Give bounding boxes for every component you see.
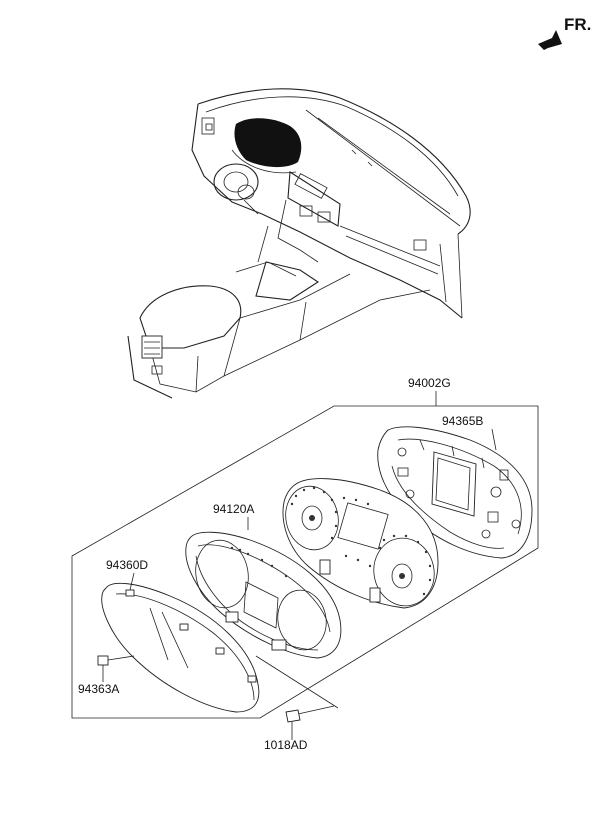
glass-window-part-number: 94360D: [106, 558, 148, 572]
cluster-location-highlight: [234, 118, 302, 168]
clip: [97, 655, 135, 666]
screw: [255, 655, 339, 740]
front-arrow-icon: [538, 30, 562, 50]
gauge-face-part-number: 94120A: [213, 502, 254, 516]
cluster-case: [377, 426, 533, 559]
assembly-boundary: [71, 405, 539, 719]
front-label: FR.: [564, 15, 591, 34]
gauge-face-board: [282, 478, 439, 609]
dashboard-illustration: [127, 88, 471, 399]
gauge-housing: [185, 531, 342, 659]
clip-part-number: 94363A: [78, 682, 119, 696]
glass-window: [101, 582, 260, 713]
front-direction-marker: FR.: [538, 15, 591, 50]
screw-part-number: 1018AD: [264, 738, 308, 752]
case-part-number: 94365B: [442, 414, 483, 428]
assembly-part-number: 94002G: [408, 376, 451, 390]
